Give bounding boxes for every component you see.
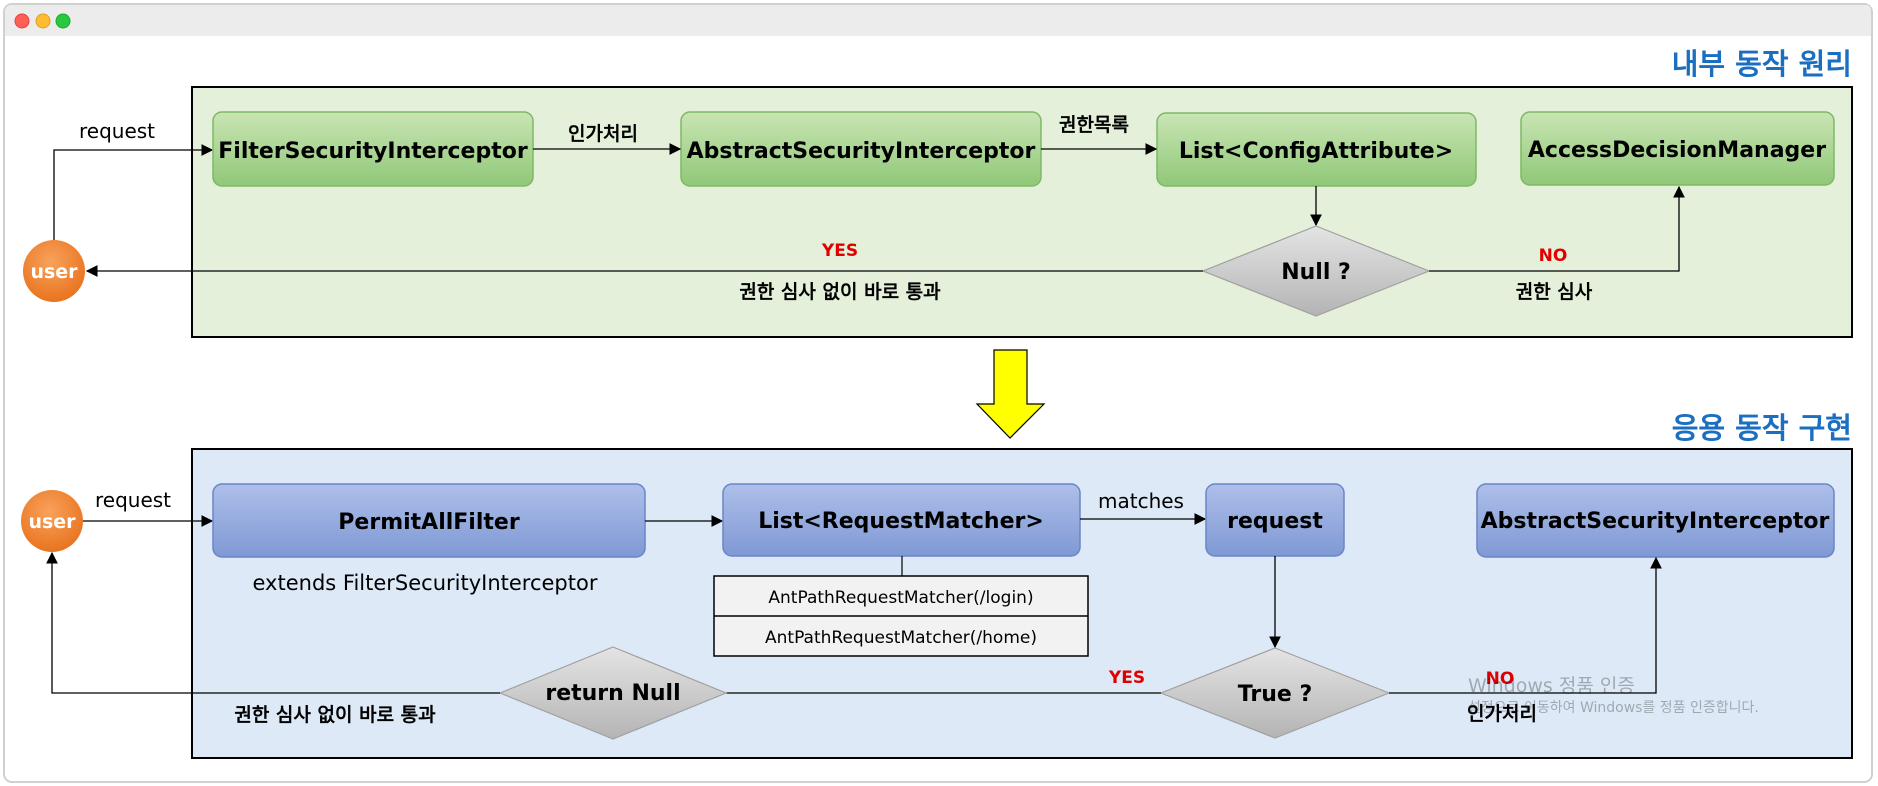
access-decision-manager-box: [1520, 111, 1835, 186]
extends-label: extends FilterSecurityInterceptor: [253, 571, 598, 595]
request-box-label: request: [1227, 509, 1323, 534]
watermark-line2: 설정으로 이동하여 Windows를 정품 인증합니다.: [1468, 700, 1759, 716]
config-attribute-list-label: List<ConfigAttribute>: [1179, 139, 1453, 164]
maximize-icon[interactable]: [55, 13, 71, 29]
bottom-user-node: [21, 490, 83, 552]
transition-down-arrow: [975, 349, 1046, 439]
top-pass-label: 권한 심사 없이 바로 통과: [739, 281, 941, 303]
return-null-to-user-arrow: [46, 551, 500, 694]
bottom-yes-label: YES: [1108, 668, 1145, 688]
watermark-line1: Windows 정품 인증: [1468, 675, 1635, 697]
top-section-title: 내부 동작 원리: [1672, 47, 1852, 81]
bottom-user-label: user: [28, 511, 76, 533]
top-authority-list-label: 권한목록: [1059, 114, 1129, 136]
matcher-table: AntPathRequestMatcher(/login) AntPathReq…: [713, 575, 1089, 657]
bottom-section-title: 응용 동작 구현: [1672, 411, 1852, 445]
top-no-label: NO: [1539, 246, 1568, 266]
bottom-abstract-interceptor-label: AbstractSecurityInterceptor: [1481, 509, 1830, 534]
top-user-label: user: [30, 261, 78, 283]
access-decision-manager-label: AccessDecisionManager: [1528, 138, 1826, 163]
true-check-diamond: [1159, 647, 1391, 739]
top-no-arrow: [1429, 185, 1685, 272]
abstract-security-interceptor-label: AbstractSecurityInterceptor: [687, 139, 1036, 164]
minimize-icon[interactable]: [35, 13, 51, 29]
window-titlebar: [5, 5, 1871, 36]
true-check-label: True ?: [1238, 682, 1312, 707]
return-null-diamond: [498, 646, 728, 740]
matches-label: matches: [1098, 489, 1184, 513]
null-check-diamond: [1201, 225, 1431, 317]
request-matcher-list-label: List<RequestMatcher>: [758, 509, 1044, 534]
bottom-request-label: request: [95, 488, 171, 512]
close-icon[interactable]: [14, 13, 30, 29]
top-yes-label: YES: [821, 241, 858, 261]
top-user-node: [23, 240, 85, 302]
top-request-label: request: [79, 119, 155, 143]
bottom-pass-label: 권한 심사 없이 바로 통과: [234, 704, 436, 726]
bottom-no-label: NO: [1486, 669, 1515, 689]
bottom-authz-label: 인가처리: [1467, 703, 1537, 725]
top-request-arrow: [53, 144, 214, 240]
matcher-row-home: AntPathRequestMatcher(/home): [765, 628, 1037, 648]
null-check-label: Null ?: [1281, 260, 1351, 285]
return-null-label: return Null: [545, 681, 680, 706]
bottom-no-arrow: [1389, 556, 1662, 694]
top-authz-label: 인가처리: [568, 123, 638, 145]
filter-security-interceptor-label: FilterSecurityInterceptor: [218, 139, 528, 164]
permit-all-filter-label: PermitAllFilter: [338, 510, 520, 535]
top-review-label: 권한 심사: [1516, 281, 1593, 303]
matcher-row-login: AntPathRequestMatcher(/login): [768, 588, 1033, 608]
